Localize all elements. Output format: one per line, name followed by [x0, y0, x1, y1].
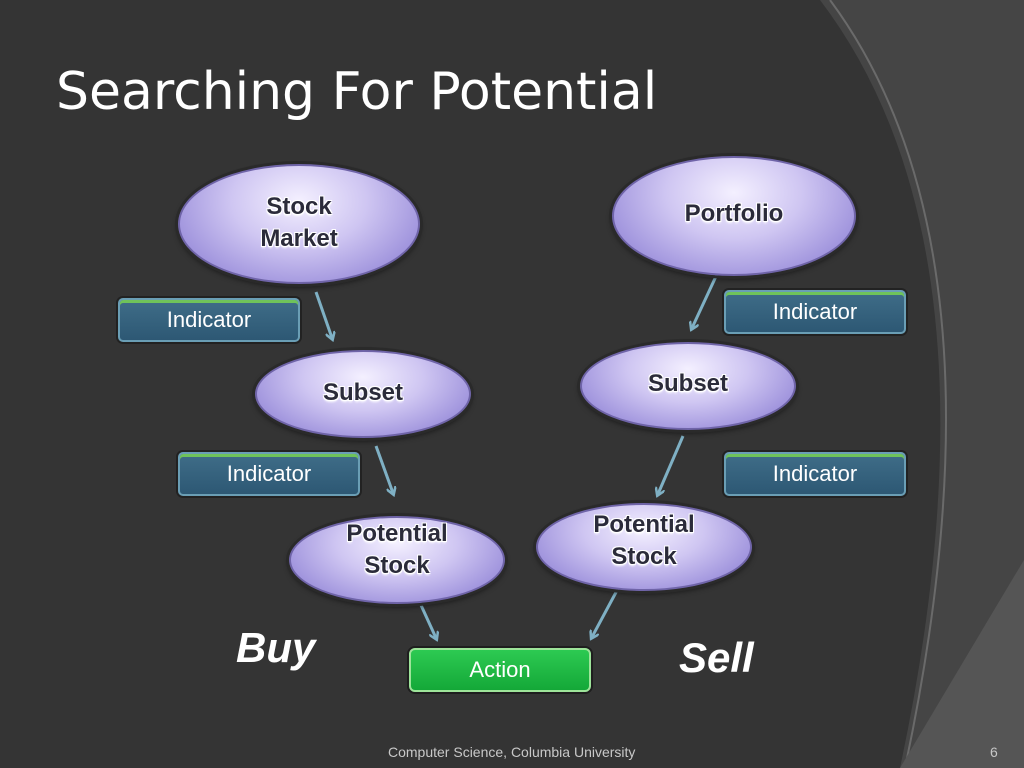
slide-title: Searching For Potential [56, 62, 658, 122]
arrow-market-to-subset [314, 291, 332, 338]
sell-label: Sell [679, 634, 754, 681]
portfolio-node [612, 156, 856, 276]
subset-left-label: Subset [322, 379, 403, 406]
potential-stock-left-node [289, 516, 505, 604]
subset-right-label: Subset [647, 370, 728, 397]
arrow-subset-to-potential-right [658, 435, 685, 494]
portfolio-label: Portfolio [684, 200, 784, 227]
indicator-left-top: Indicator [118, 298, 300, 342]
indicator-left-mid: Indicator [178, 452, 360, 496]
footer-text: Computer Science, Columbia University [388, 744, 636, 760]
indicator-right-mid: Indicator [724, 452, 906, 496]
stock-market-node [178, 164, 420, 284]
subset-left-node [255, 350, 471, 438]
stock-market-label: Stock Market [260, 193, 338, 253]
arrow-subset-to-potential-left [374, 445, 393, 493]
action-box: Action [409, 648, 591, 692]
potential-stock-right-label: Potential Stock [593, 511, 695, 571]
buy-label: Buy [236, 624, 316, 671]
subset-right-node [580, 342, 796, 430]
arrow-potential-right-to-action [592, 582, 623, 637]
indicator-right-top: Indicator [724, 290, 906, 334]
page-number: 6 [990, 744, 998, 760]
potential-stock-left-label: Potential Stock [346, 520, 448, 580]
arrow-portfolio-to-subset [692, 271, 720, 328]
potential-stock-right-node [536, 503, 752, 591]
